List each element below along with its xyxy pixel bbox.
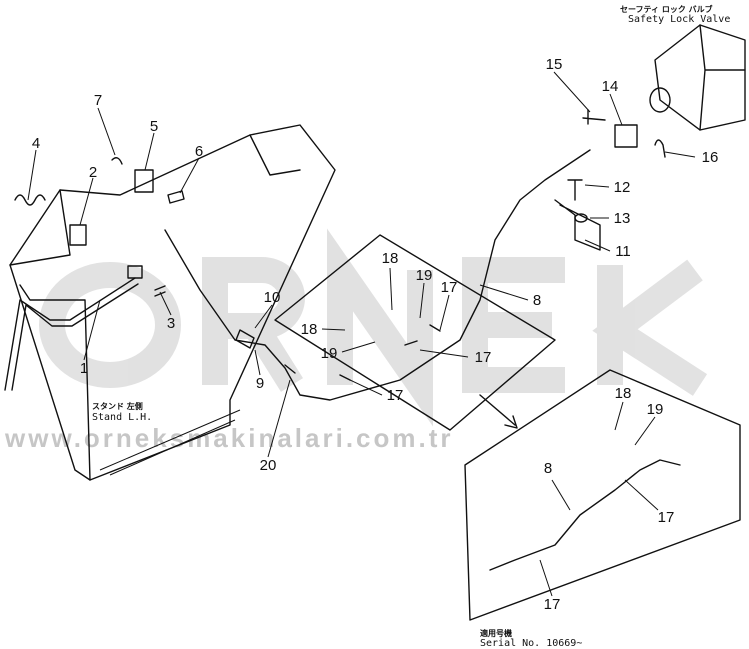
callout-11: 11 (615, 243, 631, 260)
callout-17: 17 (441, 279, 458, 296)
stand-label-en: Stand L.H. (92, 412, 152, 423)
safety-lock-valve (554, 24, 746, 251)
detail-arrow (479, 394, 518, 429)
callout-19: 19 (647, 401, 664, 418)
callout-18: 18 (615, 385, 632, 402)
callout-6: 6 (195, 143, 203, 160)
watermark-url: www.orneksmakinalari.com.tr (4, 423, 454, 453)
callout-18: 18 (301, 321, 318, 338)
callout-20: 20 (260, 457, 277, 474)
control-cable (164, 149, 591, 401)
callout-12: 12 (614, 179, 631, 196)
callout-17: 17 (658, 509, 675, 526)
callout-8: 8 (544, 460, 552, 477)
callout-16: 16 (702, 149, 719, 166)
callout-15: 15 (546, 56, 563, 73)
callouts: 1 2 3 4 5 6 7 8 9 10 11 12 13 14 15 16 1… (32, 56, 719, 613)
callout-8: 8 (533, 292, 541, 309)
watermark-logo (39, 228, 708, 427)
callout-17: 17 (475, 349, 492, 366)
callout-19: 19 (321, 345, 338, 362)
callout-18: 18 (382, 250, 399, 267)
callout-2: 2 (89, 164, 97, 181)
callout-4: 4 (32, 135, 40, 152)
serial-label-jp: 適用号機 (480, 628, 512, 638)
callout-1: 1 (80, 360, 88, 377)
callout-17: 17 (387, 387, 404, 404)
stand-lh (4, 124, 336, 481)
inset-cable (489, 459, 681, 571)
valve-label-en: Safety Lock Valve (628, 14, 730, 25)
callout-14: 14 (602, 78, 619, 95)
valve-label-jp: セーフティ ロック バルブ (620, 4, 713, 14)
callout-17: 17 (544, 596, 561, 613)
callout-10: 10 (264, 289, 281, 306)
cable-clamps (235, 324, 441, 381)
detail-box-1 (274, 234, 556, 431)
callout-13: 13 (614, 210, 631, 227)
detail-box-2 (464, 369, 741, 621)
serial-label-en: Serial No. 10669~ (480, 638, 582, 649)
callout-7: 7 (94, 92, 102, 109)
left-parts (14, 157, 185, 297)
callout-3: 3 (167, 315, 175, 332)
callout-19: 19 (416, 267, 433, 284)
callout-5: 5 (150, 118, 158, 135)
leader-lines (27, 71, 696, 597)
stand-label-jp: スタンド 左側 (92, 401, 143, 411)
callout-9: 9 (256, 375, 264, 392)
